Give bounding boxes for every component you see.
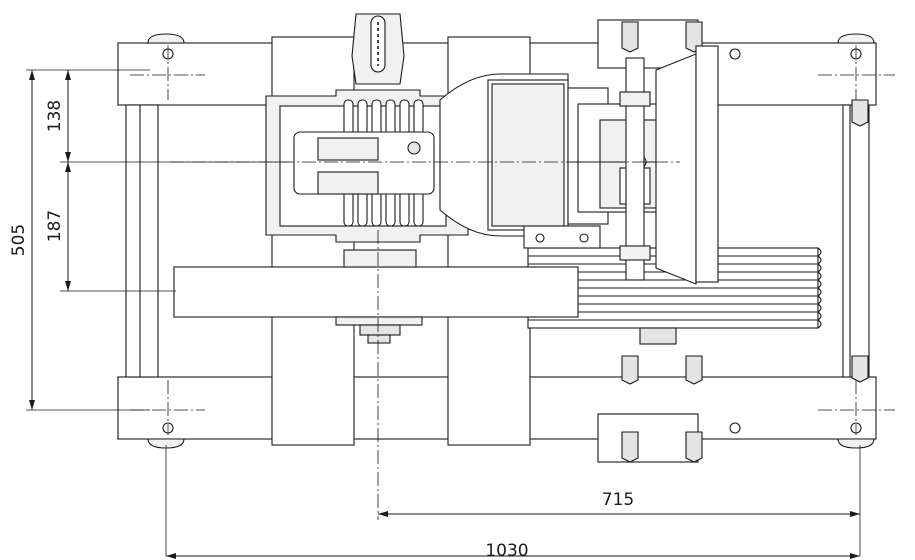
drive-shaft [173,249,579,344]
dimension-labels: 505 138 187 715 1030 [9,100,634,560]
dim-overall-width: 1030 [485,541,528,560]
dim-lower-offset: 187 [45,210,65,242]
mounting-feet [130,33,895,449]
left-side-rail [125,104,159,378]
dimension-lines [29,70,860,559]
right-side-rail [842,104,870,378]
shaft-housing [173,266,579,318]
extension-lines [26,69,861,556]
dim-overall-height: 505 [9,224,29,256]
dim-shaft-to-mount: 715 [602,490,634,510]
dim-upper-offset: 138 [45,100,65,132]
gearbox [570,19,719,463]
